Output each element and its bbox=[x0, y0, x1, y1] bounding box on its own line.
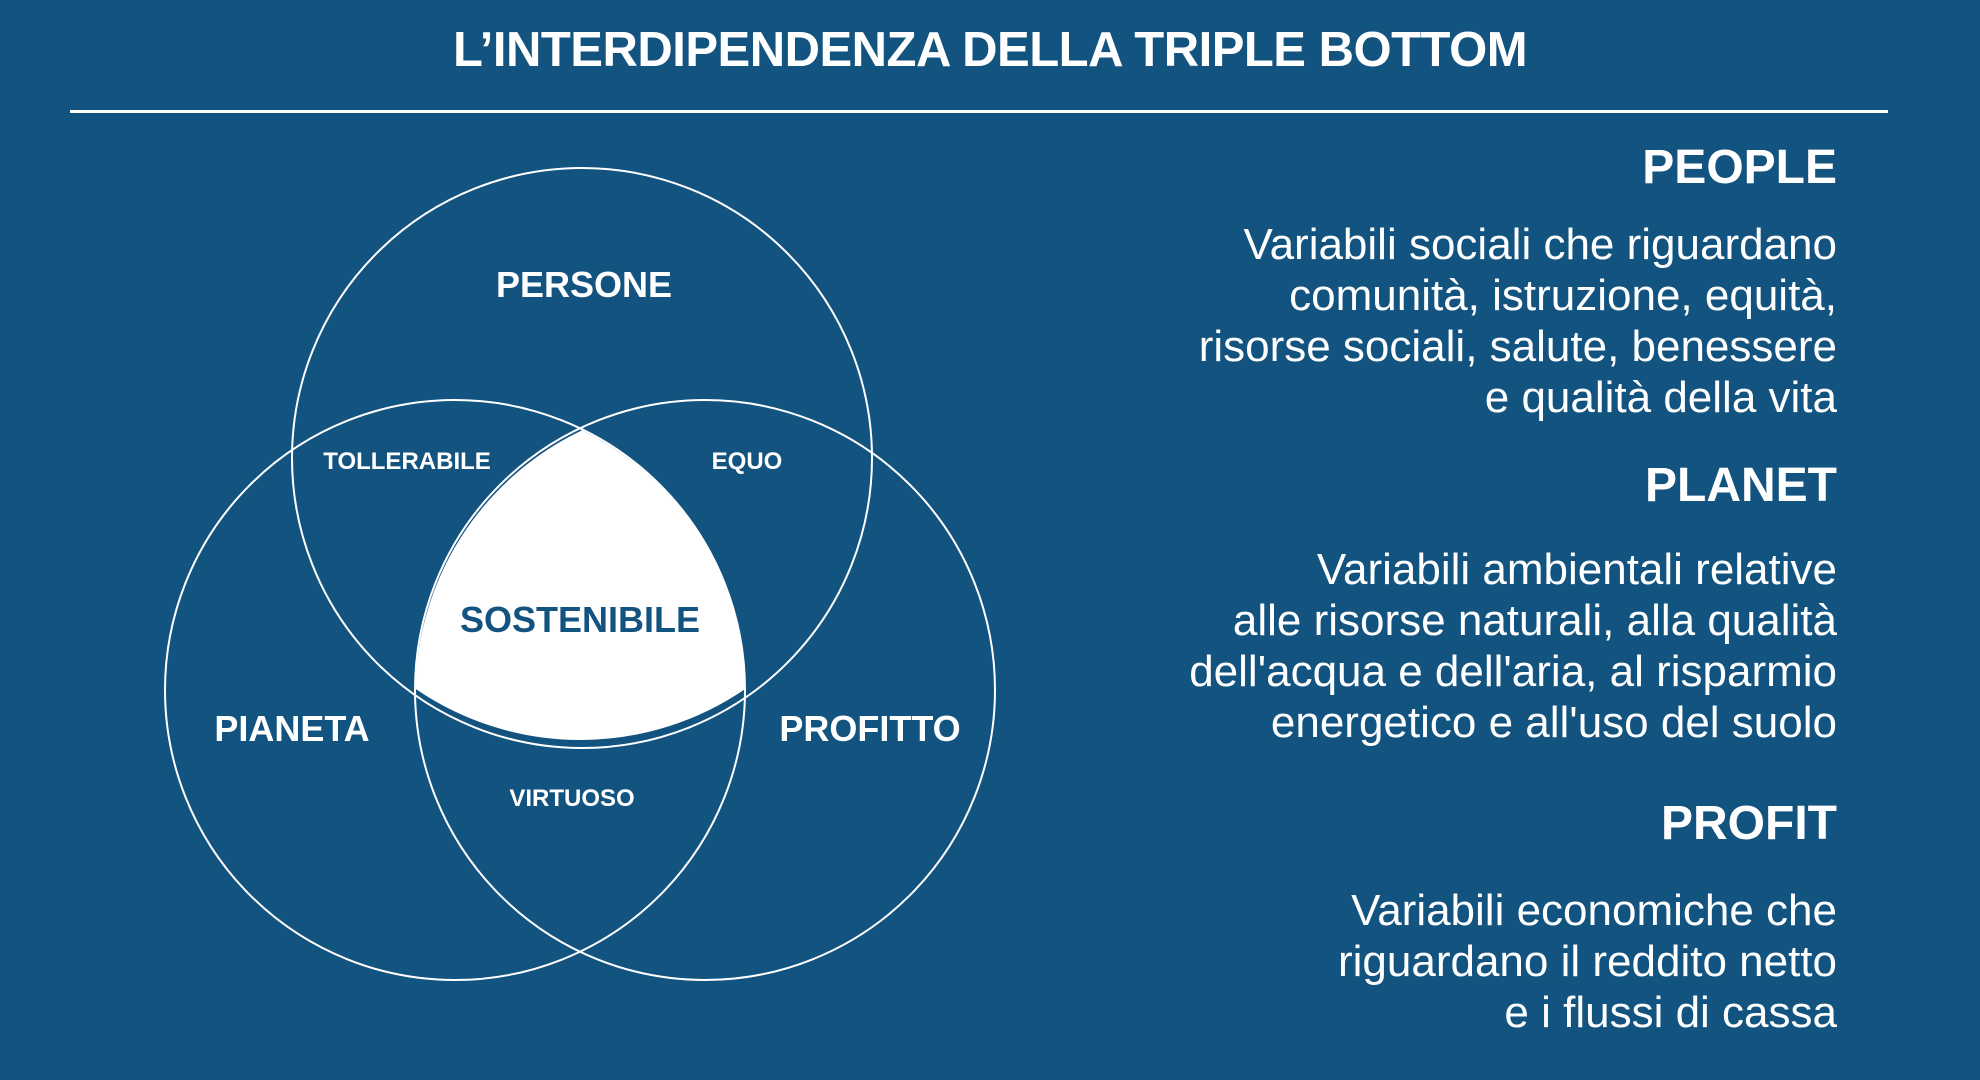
circle-pianeta bbox=[164, 399, 746, 981]
label-virtuoso: VIRTUOSO bbox=[509, 785, 634, 812]
section-heading-planet: PLANET bbox=[1645, 459, 1837, 512]
page-title: L’INTERDIPENDENZA DELLA TRIPLE BOTTOM bbox=[452, 23, 1528, 77]
section-people: PEOPLE Variabili sociali che riguardano … bbox=[937, 144, 1837, 423]
circle-profitto bbox=[414, 399, 996, 981]
section-heading-profit: PROFIT bbox=[1661, 797, 1837, 850]
section-text-people: Variabili sociali che riguardano comunit… bbox=[1198, 220, 1837, 422]
label-equo: EQUO bbox=[712, 448, 783, 475]
label-persone: PERSONE bbox=[496, 264, 672, 305]
label-sostenibile: SOSTENIBILE bbox=[460, 599, 700, 640]
section-text-profit: Variabili economiche che riguardano il r… bbox=[1338, 886, 1837, 1037]
section-planet: PLANET Variabili ambientali relative all… bbox=[937, 462, 1837, 748]
title-divider bbox=[70, 110, 1888, 113]
label-profitto: PROFITTO bbox=[779, 708, 960, 749]
section-heading-people: PEOPLE bbox=[1642, 141, 1837, 194]
label-tollerabile: TOLLERABILE bbox=[323, 448, 491, 475]
center-intersection bbox=[415, 430, 746, 740]
section-profit: PROFIT Variabili economiche che riguarda… bbox=[937, 800, 1837, 1038]
section-text-planet: Variabili ambientali relative alle risor… bbox=[1189, 545, 1837, 747]
label-pianeta: PIANETA bbox=[214, 708, 369, 749]
circle-persone bbox=[291, 167, 873, 749]
